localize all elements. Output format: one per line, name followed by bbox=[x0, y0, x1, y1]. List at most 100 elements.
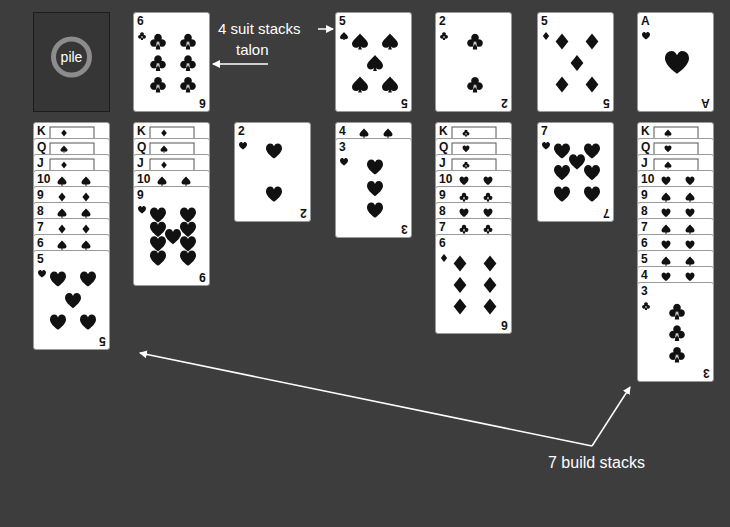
suit-symbol bbox=[180, 55, 196, 71]
playing-card: 77 bbox=[537, 122, 614, 222]
card-rank: Q bbox=[137, 140, 146, 154]
suit-symbol bbox=[82, 225, 89, 234]
card-rank: K bbox=[439, 124, 448, 138]
card-rank: K bbox=[137, 124, 146, 138]
card-rank: 6 bbox=[439, 236, 446, 250]
card-pips bbox=[34, 251, 110, 350]
card-rank: 3 bbox=[401, 222, 408, 236]
card-pips bbox=[235, 123, 311, 222]
card-rank: Q bbox=[37, 140, 46, 154]
suit-symbol bbox=[463, 146, 470, 153]
suit-symbol bbox=[463, 130, 470, 137]
card-rank: A bbox=[701, 96, 710, 110]
suit-symbol bbox=[138, 206, 146, 214]
suit-symbol bbox=[80, 271, 96, 286]
suit-symbol bbox=[484, 209, 493, 218]
card-rank: 10 bbox=[137, 172, 150, 186]
suit-symbol bbox=[384, 129, 393, 138]
suit-symbol bbox=[460, 209, 469, 218]
suit-symbol bbox=[58, 177, 67, 186]
suit-symbol bbox=[484, 277, 497, 293]
card-rank: 3 bbox=[339, 140, 346, 154]
suit-symbol bbox=[61, 146, 68, 153]
card-rank: 5 bbox=[541, 14, 548, 28]
suit-symbol bbox=[58, 193, 65, 202]
suit-symbol bbox=[340, 32, 348, 40]
suit-symbol bbox=[180, 34, 196, 50]
card-rank: Q bbox=[439, 140, 448, 154]
suit-symbol bbox=[82, 241, 91, 250]
card-rank: 6 bbox=[199, 96, 206, 110]
card-rank: 3 bbox=[641, 284, 648, 298]
playing-card: AA bbox=[637, 12, 714, 112]
suit-symbol bbox=[150, 236, 166, 251]
playing-card: 55 bbox=[537, 12, 614, 112]
suit-symbol bbox=[686, 177, 695, 186]
suit-symbol bbox=[150, 222, 166, 237]
pile-label: pile bbox=[34, 49, 109, 65]
suit-symbol bbox=[642, 302, 650, 310]
card-rank: 7 bbox=[439, 220, 446, 234]
suit-symbol bbox=[484, 299, 497, 315]
playing-card: 22 bbox=[435, 12, 512, 112]
suit-symbol bbox=[665, 146, 672, 153]
card-rank: 4 bbox=[641, 268, 648, 282]
card-rank: 9 bbox=[199, 270, 206, 284]
card-rank: 9 bbox=[641, 188, 648, 202]
suit-symbol bbox=[82, 177, 91, 186]
leader-arrow bbox=[140, 353, 592, 446]
card-rank: J bbox=[439, 156, 446, 170]
card-rank: 7 bbox=[541, 124, 548, 138]
suit-symbol bbox=[463, 162, 470, 169]
card-rank: 4 bbox=[339, 124, 346, 138]
card-rank: 10 bbox=[641, 172, 654, 186]
suit-symbol bbox=[440, 32, 448, 40]
card-rank: J bbox=[641, 156, 648, 170]
suit-symbol bbox=[554, 165, 570, 180]
suit-symbol bbox=[454, 277, 467, 293]
suit-symbol bbox=[239, 142, 247, 150]
suit-symbol bbox=[454, 255, 467, 271]
suit-symbol bbox=[80, 315, 96, 330]
suit-symbol bbox=[266, 187, 282, 202]
suit-symbol bbox=[161, 162, 167, 169]
suit-symbol bbox=[161, 146, 168, 153]
suit-symbol bbox=[360, 129, 369, 138]
card-rank: 8 bbox=[37, 204, 44, 218]
card-rank: A bbox=[641, 14, 650, 28]
suit-symbol bbox=[665, 162, 672, 169]
suit-symbol bbox=[484, 255, 497, 271]
card-rank: 2 bbox=[439, 14, 446, 28]
suit-symbol bbox=[460, 225, 469, 234]
suit-symbol bbox=[352, 33, 368, 49]
playing-card: 66 bbox=[133, 12, 210, 112]
suit-symbol bbox=[158, 177, 167, 186]
suit-symbol bbox=[367, 55, 383, 71]
card-rank: Q bbox=[641, 140, 650, 154]
suit-symbol bbox=[662, 257, 671, 266]
suit-symbol bbox=[686, 225, 695, 234]
suit-symbol bbox=[161, 130, 167, 137]
suit-symbol bbox=[686, 257, 695, 266]
suit-symbol bbox=[138, 32, 146, 40]
card-rank: 9 bbox=[137, 188, 144, 202]
suit-symbol bbox=[467, 34, 483, 50]
leader-arrow bbox=[213, 63, 268, 65]
suit-symbol bbox=[467, 77, 483, 93]
suit-symbol bbox=[542, 142, 550, 150]
card-rank: 2 bbox=[501, 96, 508, 110]
suit-symbol bbox=[556, 77, 569, 93]
suit-symbol bbox=[484, 177, 493, 186]
card-rank: 6 bbox=[137, 14, 144, 28]
card-rank: 10 bbox=[439, 172, 452, 186]
card-rank: 6 bbox=[501, 318, 508, 332]
card-rank: 5 bbox=[641, 252, 648, 266]
card-rank: 7 bbox=[641, 220, 648, 234]
suit-symbol bbox=[662, 273, 671, 282]
card-rank: 3 bbox=[703, 366, 710, 380]
card-rank: 5 bbox=[339, 14, 346, 28]
suit-symbol bbox=[382, 77, 398, 93]
suit-symbol bbox=[150, 34, 166, 50]
suit-symbol bbox=[556, 33, 569, 49]
suit-symbol bbox=[584, 187, 600, 202]
